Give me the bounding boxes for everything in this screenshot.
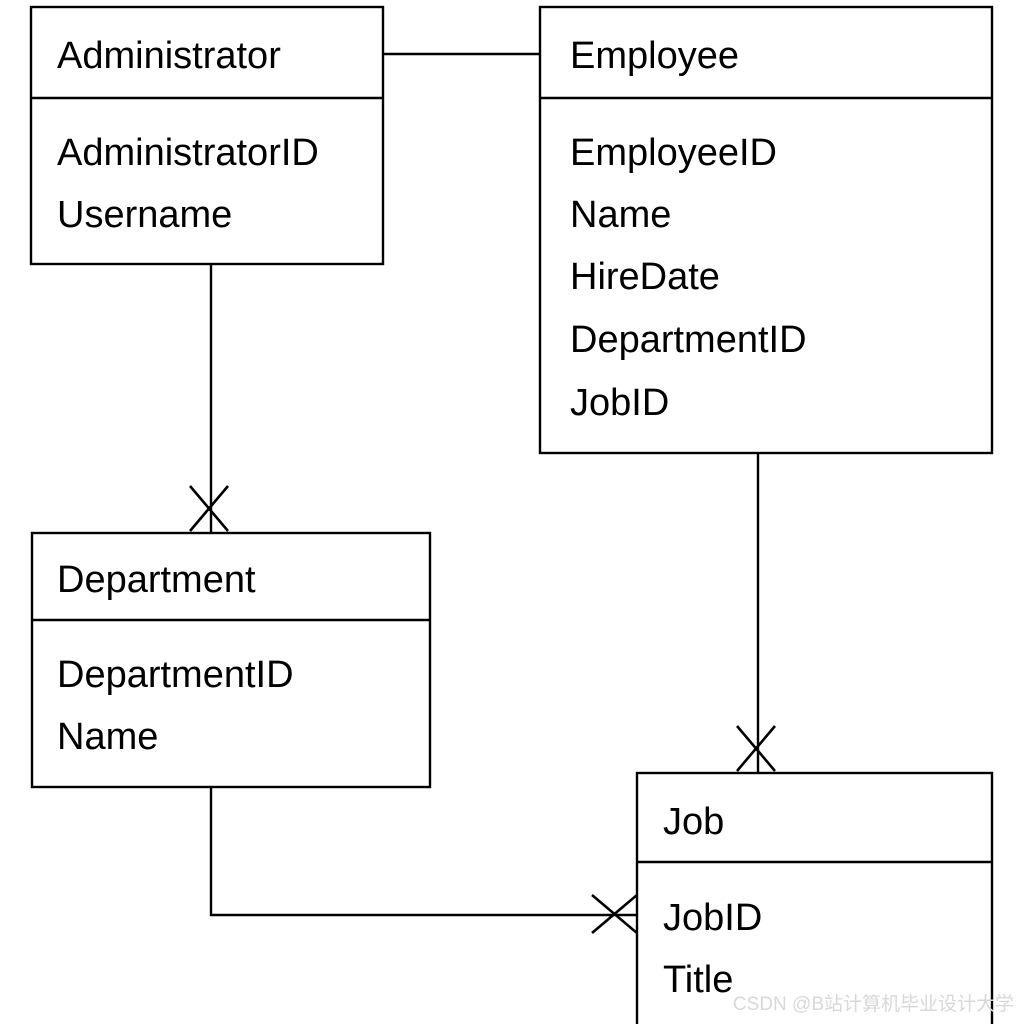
- connector-administrator-department: [189, 264, 229, 533]
- entity-employee-title: Employee: [570, 35, 739, 77]
- attribute-employee-id: EmployeeID: [570, 132, 777, 174]
- crows-foot-icon: [736, 725, 776, 772]
- connector-department-job: [209, 787, 638, 934]
- attribute-employee-jobid: JobID: [570, 382, 669, 424]
- attribute-department-id: DepartmentID: [57, 654, 294, 696]
- attribute-job-title: Title: [663, 959, 733, 1001]
- crows-foot-icon: [189, 485, 229, 532]
- entity-department-title: Department: [57, 559, 256, 601]
- entity-administrator-title: Administrator: [57, 35, 281, 77]
- crows-foot-icon: [591, 894, 638, 934]
- attribute-employee-hiredate: HireDate: [570, 256, 720, 298]
- entity-administrator[interactable]: Administrator AdministratorID Username: [29, 5, 385, 266]
- entity-job-title: Job: [663, 801, 724, 843]
- entity-job-box[interactable]: [635, 771, 994, 1024]
- attribute-administrator-id: AdministratorID: [57, 132, 319, 174]
- entity-department-box[interactable]: [30, 531, 432, 789]
- connector-line: [209, 787, 637, 917]
- entity-employee[interactable]: Employee EmployeeID Name HireDate Depart…: [538, 5, 994, 455]
- attribute-department-name: Name: [57, 716, 158, 758]
- entity-employee-box[interactable]: [538, 5, 994, 455]
- watermark-label: CSDN @B站计算机毕业设计大学: [733, 993, 1014, 1015]
- connector-employee-job: [736, 453, 776, 773]
- entity-administrator-box[interactable]: [29, 5, 385, 266]
- entity-department[interactable]: Department DepartmentID Name: [30, 531, 432, 789]
- attribute-job-id: JobID: [663, 897, 762, 939]
- attribute-administrator-username: Username: [57, 194, 232, 236]
- entity-job[interactable]: Job JobID Title: [635, 771, 994, 1024]
- attribute-employee-name: Name: [570, 194, 671, 236]
- attribute-employee-departmentid: DepartmentID: [570, 319, 807, 361]
